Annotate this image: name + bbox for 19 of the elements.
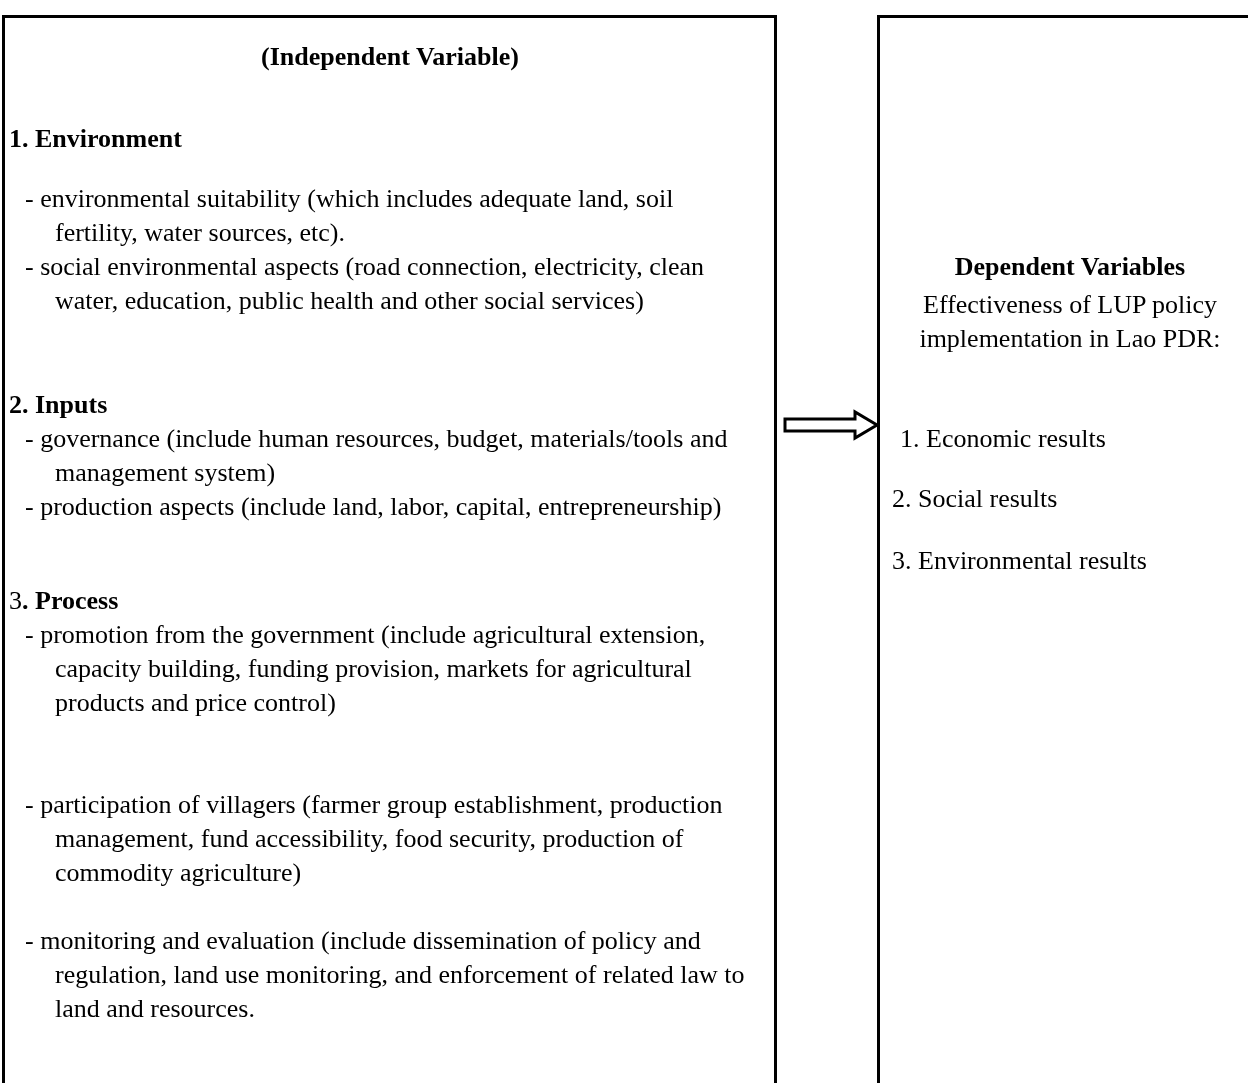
- panel-heading: (Independent Variable): [260, 41, 520, 73]
- dependent-variable-panel: [877, 15, 1248, 1083]
- section-heading: 1. Environment: [9, 123, 183, 155]
- panel-heading: Dependent Variables: [953, 251, 1187, 283]
- section-heading: 2. Inputs: [9, 389, 109, 421]
- bullet-item: - participation of villagers (farmer group establishment, production management, fund accessibility, food security, production of commodity agriculture): [25, 789, 724, 889]
- list-item: 3. Environmental results: [892, 545, 1148, 577]
- list-item: 2. Social results: [892, 483, 1059, 515]
- independent-variable-panel: [2, 15, 777, 1083]
- bullet-item: - monitoring and evaluation (include dissemination of policy and regulation, land use monitoring, and enforcement of related law to land and resources.: [25, 925, 745, 1025]
- bullet-item: - governance (include human resources, budget, materials/tools and management system): [25, 423, 729, 489]
- bullet-item: - production aspects (include land, labor, capital, entrepreneurship): [25, 491, 723, 523]
- bullet-item: - promotion from the government (include agricultural extension, capacity building, funding provision, markets for agricultural products and price control): [25, 619, 707, 719]
- bullet-item: - environmental suitability (which includes adequate land, soil fertility, water sources, etc).: [25, 183, 675, 249]
- list-item: 1. Economic results: [900, 423, 1107, 455]
- block-arrow: [783, 409, 880, 441]
- bullet-item: - social environmental aspects (road connection, electricity, clean water, education, public health and other social services): [25, 251, 706, 317]
- section-heading: 3. Process: [9, 585, 120, 617]
- paragraph: Effectiveness of LUP policy implementation in Lao PDR:: [918, 289, 1222, 355]
